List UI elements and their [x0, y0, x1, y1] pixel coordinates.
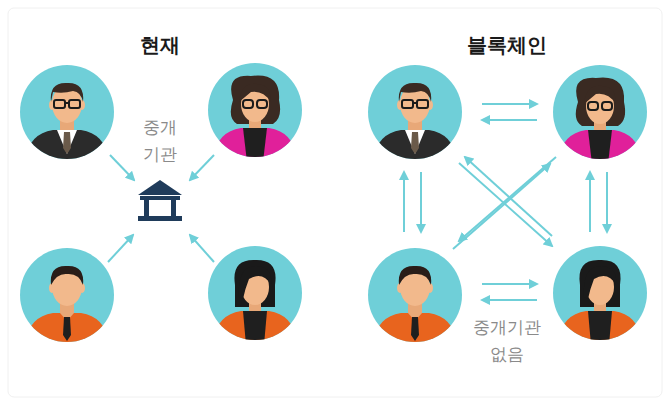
- intermediary-label: 중개 기관: [138, 114, 182, 168]
- section-title: 블록체인: [427, 32, 587, 59]
- section-title: 현재: [100, 32, 220, 59]
- no-intermediary-label: 중개기관 없음: [464, 314, 550, 368]
- bank-icon: [138, 180, 182, 221]
